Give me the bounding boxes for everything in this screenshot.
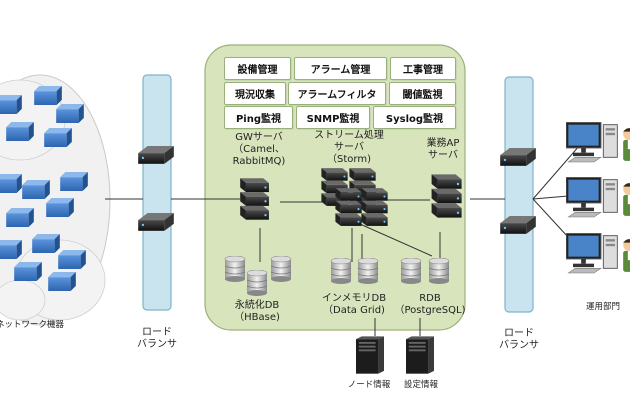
lb-left-label: ロードバランサ: [137, 327, 177, 350]
gw-server-icon: [240, 178, 269, 220]
func-equipment-management: 設備管理: [224, 57, 291, 80]
stream-server-icon-3: [335, 188, 362, 226]
rdb-icon-1: [400, 258, 422, 284]
app-server-icon: [431, 174, 462, 218]
rdb-icon-2: [428, 258, 450, 284]
inmem-db-label: インメモリDB（Data Grid): [321, 293, 387, 316]
inmem-db-icon-2: [357, 258, 379, 284]
func-threshold-monitoring: 閾値監視: [389, 82, 456, 105]
func-syslog-monitoring: Syslog監視: [373, 106, 456, 129]
stream-server-label: ストリーム処理サーバ（Storm): [314, 130, 384, 165]
lb-right-label: ロードバランサ: [499, 328, 539, 351]
config-info-label: 設定情報: [403, 380, 438, 390]
gw-server-label: GWサーバ（Camel、RabbitMQ): [232, 132, 286, 167]
config-info-tower-icon: [406, 336, 434, 374]
stream-server-icon-4: [361, 188, 388, 226]
persist-db-icon-1: [224, 256, 246, 282]
ops-dept-label: 運用部門: [585, 302, 620, 312]
func-construction-management: 工事管理: [390, 57, 456, 80]
operator-pc-3: [566, 233, 630, 274]
func-alarm-filter: アラームフィルタ: [288, 82, 386, 105]
operator-pc-2: [566, 177, 630, 218]
persist-db-icon-2: [246, 270, 268, 296]
func-status-collection: 現況収集: [224, 82, 286, 105]
load-balancer-left-bar: [142, 74, 172, 311]
rdb-label: RDB（PostgreSQL): [394, 293, 466, 316]
func-ping-monitoring: Ping監視: [224, 106, 293, 129]
node-info-tower-icon: [356, 336, 384, 374]
network-devices-label: ネットワーク機器: [0, 320, 65, 330]
connection-lines: [105, 144, 581, 336]
node-info-label: ノード情報: [347, 380, 391, 390]
func-alarm-management: アラーム管理: [294, 57, 387, 80]
func-snmp-monitoring: SNMP監視: [296, 106, 370, 129]
persist-db-label: 永続化DB（HBase): [234, 300, 280, 323]
operator-pc-1: [566, 122, 630, 163]
inmem-db-icon-1: [330, 258, 352, 284]
load-balancer-right-bar: [504, 76, 534, 313]
persist-db-icon-3: [270, 256, 292, 282]
